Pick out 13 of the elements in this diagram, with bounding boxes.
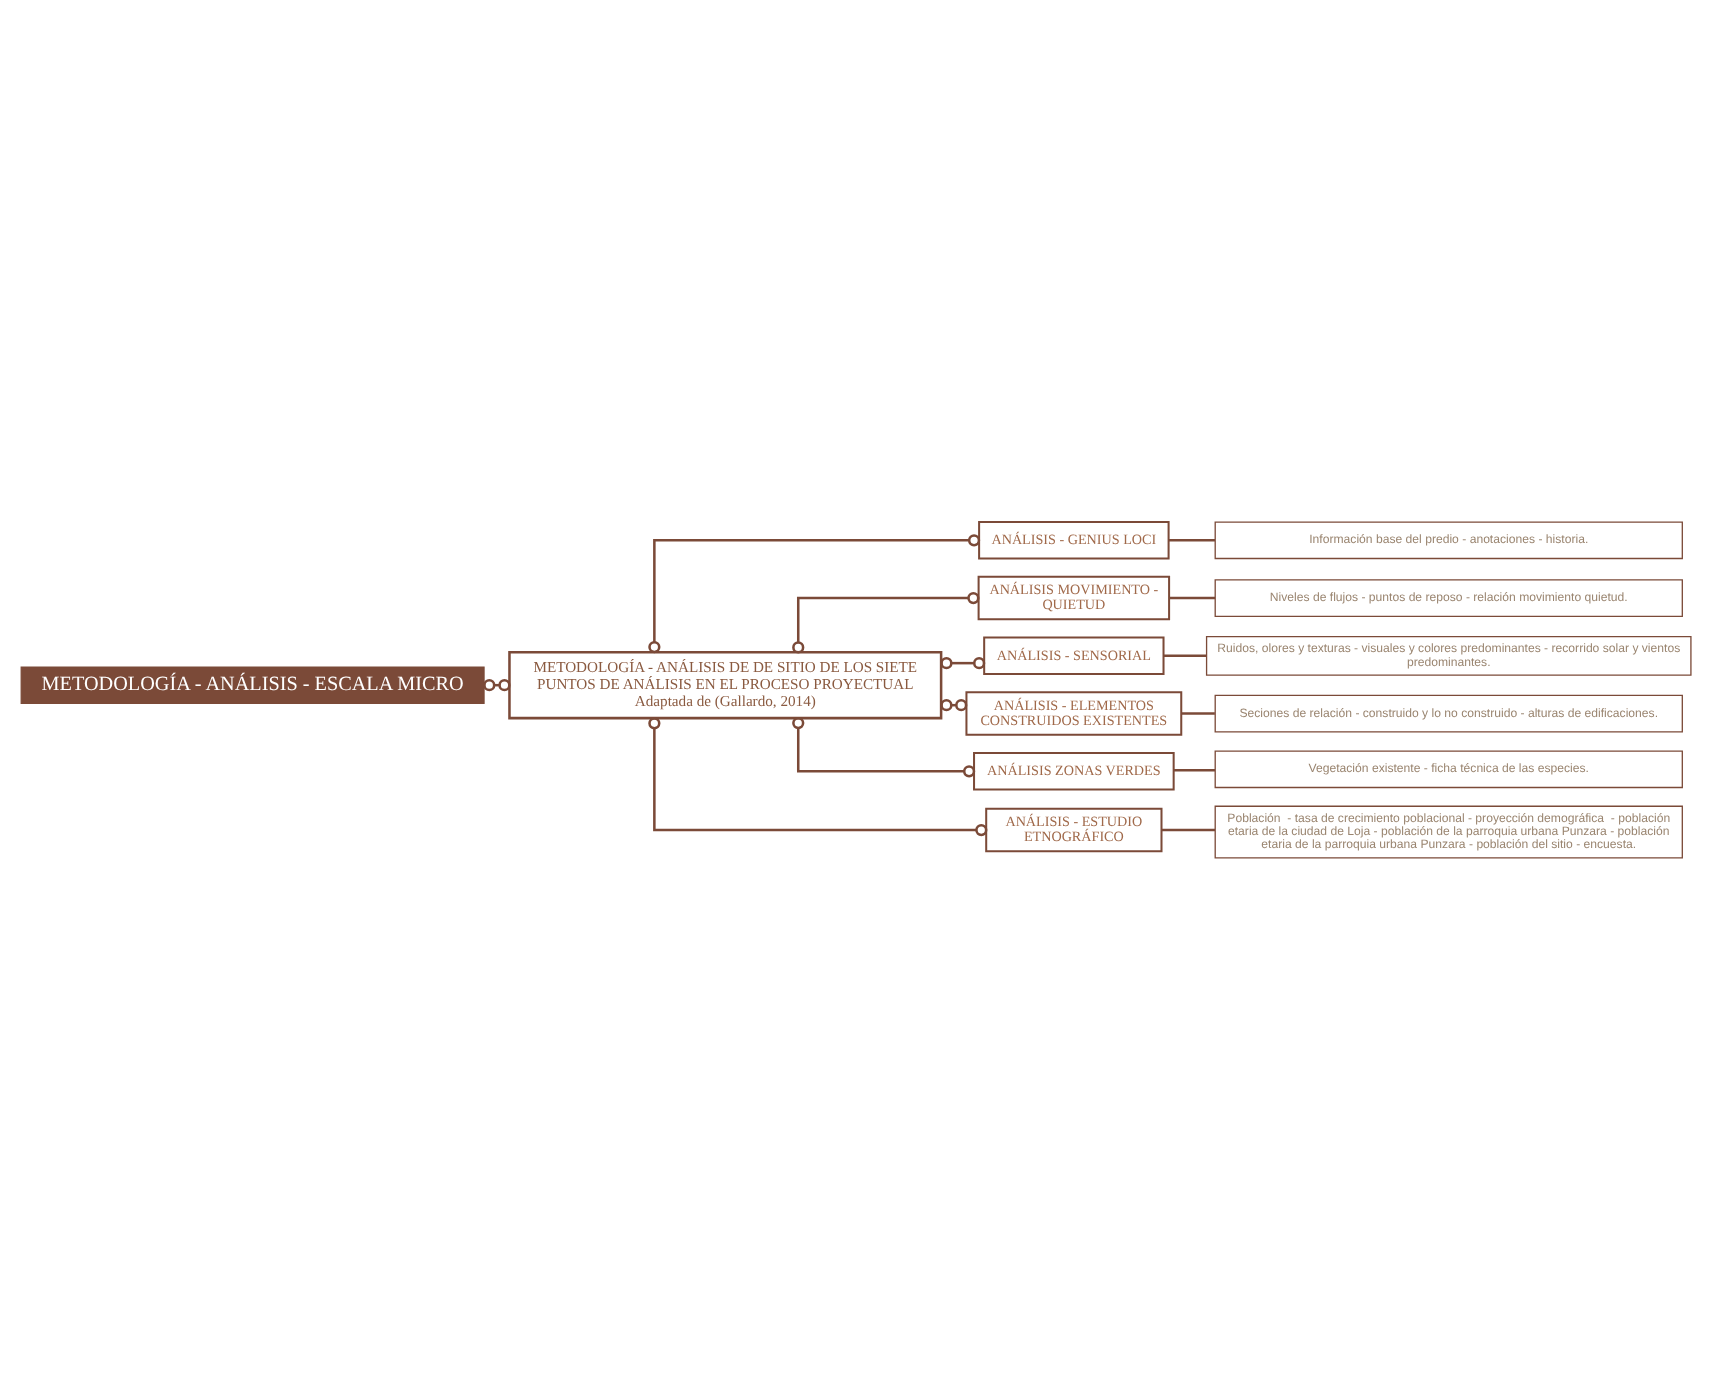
node-box: METODOLOGÍA - ANÁLISIS - ESCALA MICRO bbox=[20, 666, 485, 704]
node-box: METODOLOGÍA - ANÁLISIS DE DE SITIO DE LOS SIETE PUNTOS DE ANÁLISIS EN EL PROCESO PROYECTUAL Adaptada de (Gallardo, 2014) bbox=[508, 651, 943, 720]
connector bbox=[648, 717, 988, 837]
connector bbox=[1161, 828, 1215, 832]
connector bbox=[792, 591, 980, 654]
connector bbox=[648, 534, 981, 654]
connector bbox=[1168, 539, 1215, 542]
connector bbox=[940, 657, 986, 670]
connector bbox=[792, 716, 976, 778]
connector bbox=[1181, 712, 1215, 715]
connector bbox=[1173, 769, 1216, 772]
connector bbox=[1163, 654, 1207, 658]
connector bbox=[1169, 596, 1216, 600]
